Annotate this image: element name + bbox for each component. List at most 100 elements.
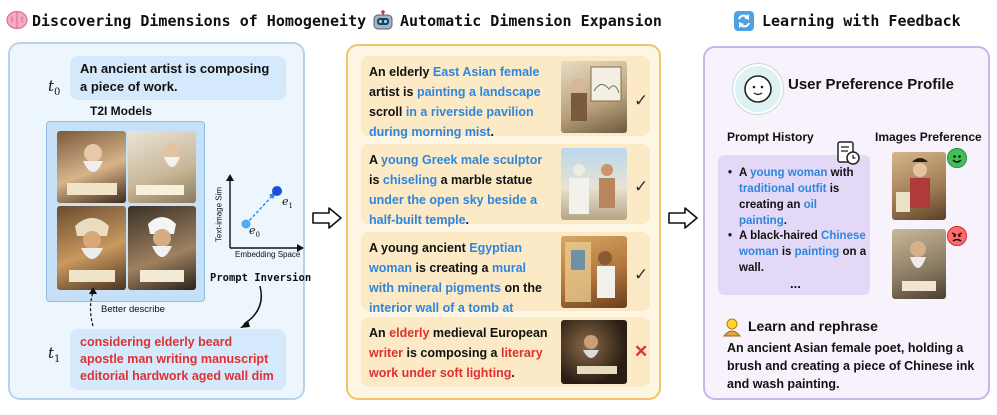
right-arrow-icon (312, 207, 342, 229)
card-text: An elderly East Asian female artist is p… (369, 62, 554, 142)
cross-icon: ✕ (634, 342, 649, 361)
preferred-image (892, 152, 946, 220)
text-segment: A (739, 167, 751, 179)
better-describe-label: Better describe (101, 304, 165, 315)
right-arrow-icon (668, 207, 698, 229)
expanded-term: mural with mineral pigments (369, 261, 527, 295)
text-segment: scroll (369, 105, 406, 119)
learn-text: An ancient Asian female poet, holding a … (727, 341, 975, 391)
angry-face-icon (947, 226, 967, 246)
expanded-term: young Greek male sculptor (381, 153, 543, 167)
expanded-term: young woman (750, 167, 828, 179)
text-segment: . (490, 125, 495, 139)
homogeneous-term: writer (369, 346, 404, 360)
user-face-icon (733, 64, 783, 114)
text-segment: a marble statue (437, 173, 533, 187)
profile-title: User Preference Profile (788, 76, 954, 93)
t2i-models-label: T2I Models (90, 104, 153, 118)
panel3-title: Learning with Feedback (762, 12, 961, 30)
panel1-title: Discovering Dimensions of Homogeneity (32, 12, 367, 30)
text-segment: medieval European (429, 326, 548, 340)
document-clock-icon (835, 140, 861, 166)
text-segment: . (511, 366, 515, 380)
refresh-icon (733, 10, 755, 32)
homogeneous-term: elderly (389, 326, 430, 340)
inverted-prompt-text: considering elderly beard apostle man wr… (80, 335, 274, 383)
text-segment: An elderly (369, 65, 433, 79)
rejected-image (892, 229, 946, 299)
expansion-card: A young ancient Egyptian woman is creati… (361, 232, 650, 335)
axis-y-label: Text-image Sim (214, 186, 224, 243)
history-item: • A young woman with traditional outfit … (728, 165, 868, 229)
learn-title: Learn and rephrase (748, 318, 878, 334)
text-segment: artist is (369, 85, 417, 99)
images-preference-label: Images Preference (875, 130, 982, 144)
expansion-card: An elderly medieval European writer is c… (361, 317, 650, 387)
text-segment: A young ancient (369, 241, 470, 255)
text-segment: is (369, 173, 383, 187)
homogeneous-term: literary work under soft lighting (369, 346, 543, 380)
expanded-term: East Asian female (432, 65, 540, 79)
expanded-term: Chinese woman (739, 230, 866, 258)
card-text: An elderly medieval European writer is c… (369, 323, 554, 383)
text-segment: is creating a (412, 261, 492, 275)
brain-icon (6, 10, 28, 30)
expanded-term: traditional outfit (739, 183, 827, 195)
initial-prompt-bubble: An ancient artist is composing a piece o… (70, 56, 286, 100)
axis-x-label: Embedding Space (235, 250, 301, 259)
expanded-term: in a riverside pavilion during morning m… (369, 105, 534, 139)
text-segment: on the (500, 281, 542, 295)
history-item: • A black-haired Chinese woman is painti… (728, 228, 868, 276)
inversion-arrow (240, 285, 262, 328)
generated-image-4 (128, 206, 196, 290)
expanded-term: oil painting (739, 199, 817, 227)
text-segment: An (369, 326, 390, 340)
happy-face-icon (947, 148, 967, 168)
history-item-text: A young woman with traditional outfit is… (739, 165, 868, 229)
e0-point (241, 219, 251, 229)
text-segment: A (369, 153, 382, 167)
better-describe-arrow (89, 287, 97, 327)
e1-point (272, 186, 282, 196)
card-image (561, 61, 627, 133)
expansion-card: A young Greek male sculptor is chiseling… (361, 144, 650, 227)
t0-label: t0 (48, 77, 61, 98)
text-segment: on a wall. (739, 246, 867, 274)
history-item-text: A black-haired Chinese woman is painting… (739, 228, 868, 276)
card-image (561, 148, 627, 220)
generated-image-2 (128, 131, 196, 203)
prompt-inversion-label: Prompt Inversion (210, 272, 312, 284)
text-segment: is composing a (403, 346, 501, 360)
t1-label: t1 (48, 344, 61, 365)
expanded-term: painting a landscape (416, 85, 541, 99)
card-image (561, 320, 627, 384)
text-segment: is creating an (739, 183, 840, 211)
prompt-history-label: Prompt History (727, 130, 814, 144)
generated-image-1 (57, 131, 126, 203)
expanded-term: under the open sky beside a half-built t… (369, 193, 538, 227)
generated-image-3 (57, 206, 126, 290)
inverted-prompt-bubble: considering elderly beard apostle man wr… (70, 329, 286, 390)
expanded-term: chiseling (382, 173, 438, 187)
text-segment: A black-haired (739, 230, 822, 242)
person-icon (722, 317, 742, 337)
e0-label: e0 (249, 224, 260, 240)
check-icon: ✓ (634, 265, 649, 284)
panel2-title: Automatic Dimension Expansion (400, 12, 662, 30)
expanded-term: painting (794, 246, 840, 258)
text-segment: . (783, 215, 787, 227)
expansion-card: An elderly East Asian female artist is p… (361, 56, 650, 139)
history-ellipsis: ... (790, 276, 801, 291)
card-text: A young ancient Egyptian woman is creati… (369, 238, 554, 338)
text-segment: with (827, 167, 854, 179)
initial-prompt-text: An ancient artist is composing a piece o… (80, 61, 270, 94)
embedding-plot (226, 174, 304, 252)
text-segment: is (778, 246, 795, 258)
robot-icon (372, 10, 394, 32)
expanded-term: Egyptian woman (369, 241, 523, 275)
prompt-history-box (718, 155, 870, 295)
text-segment: . (465, 213, 470, 227)
check-icon: ✓ (634, 91, 649, 110)
e1-label: e1 (282, 195, 293, 211)
card-image (561, 236, 627, 308)
